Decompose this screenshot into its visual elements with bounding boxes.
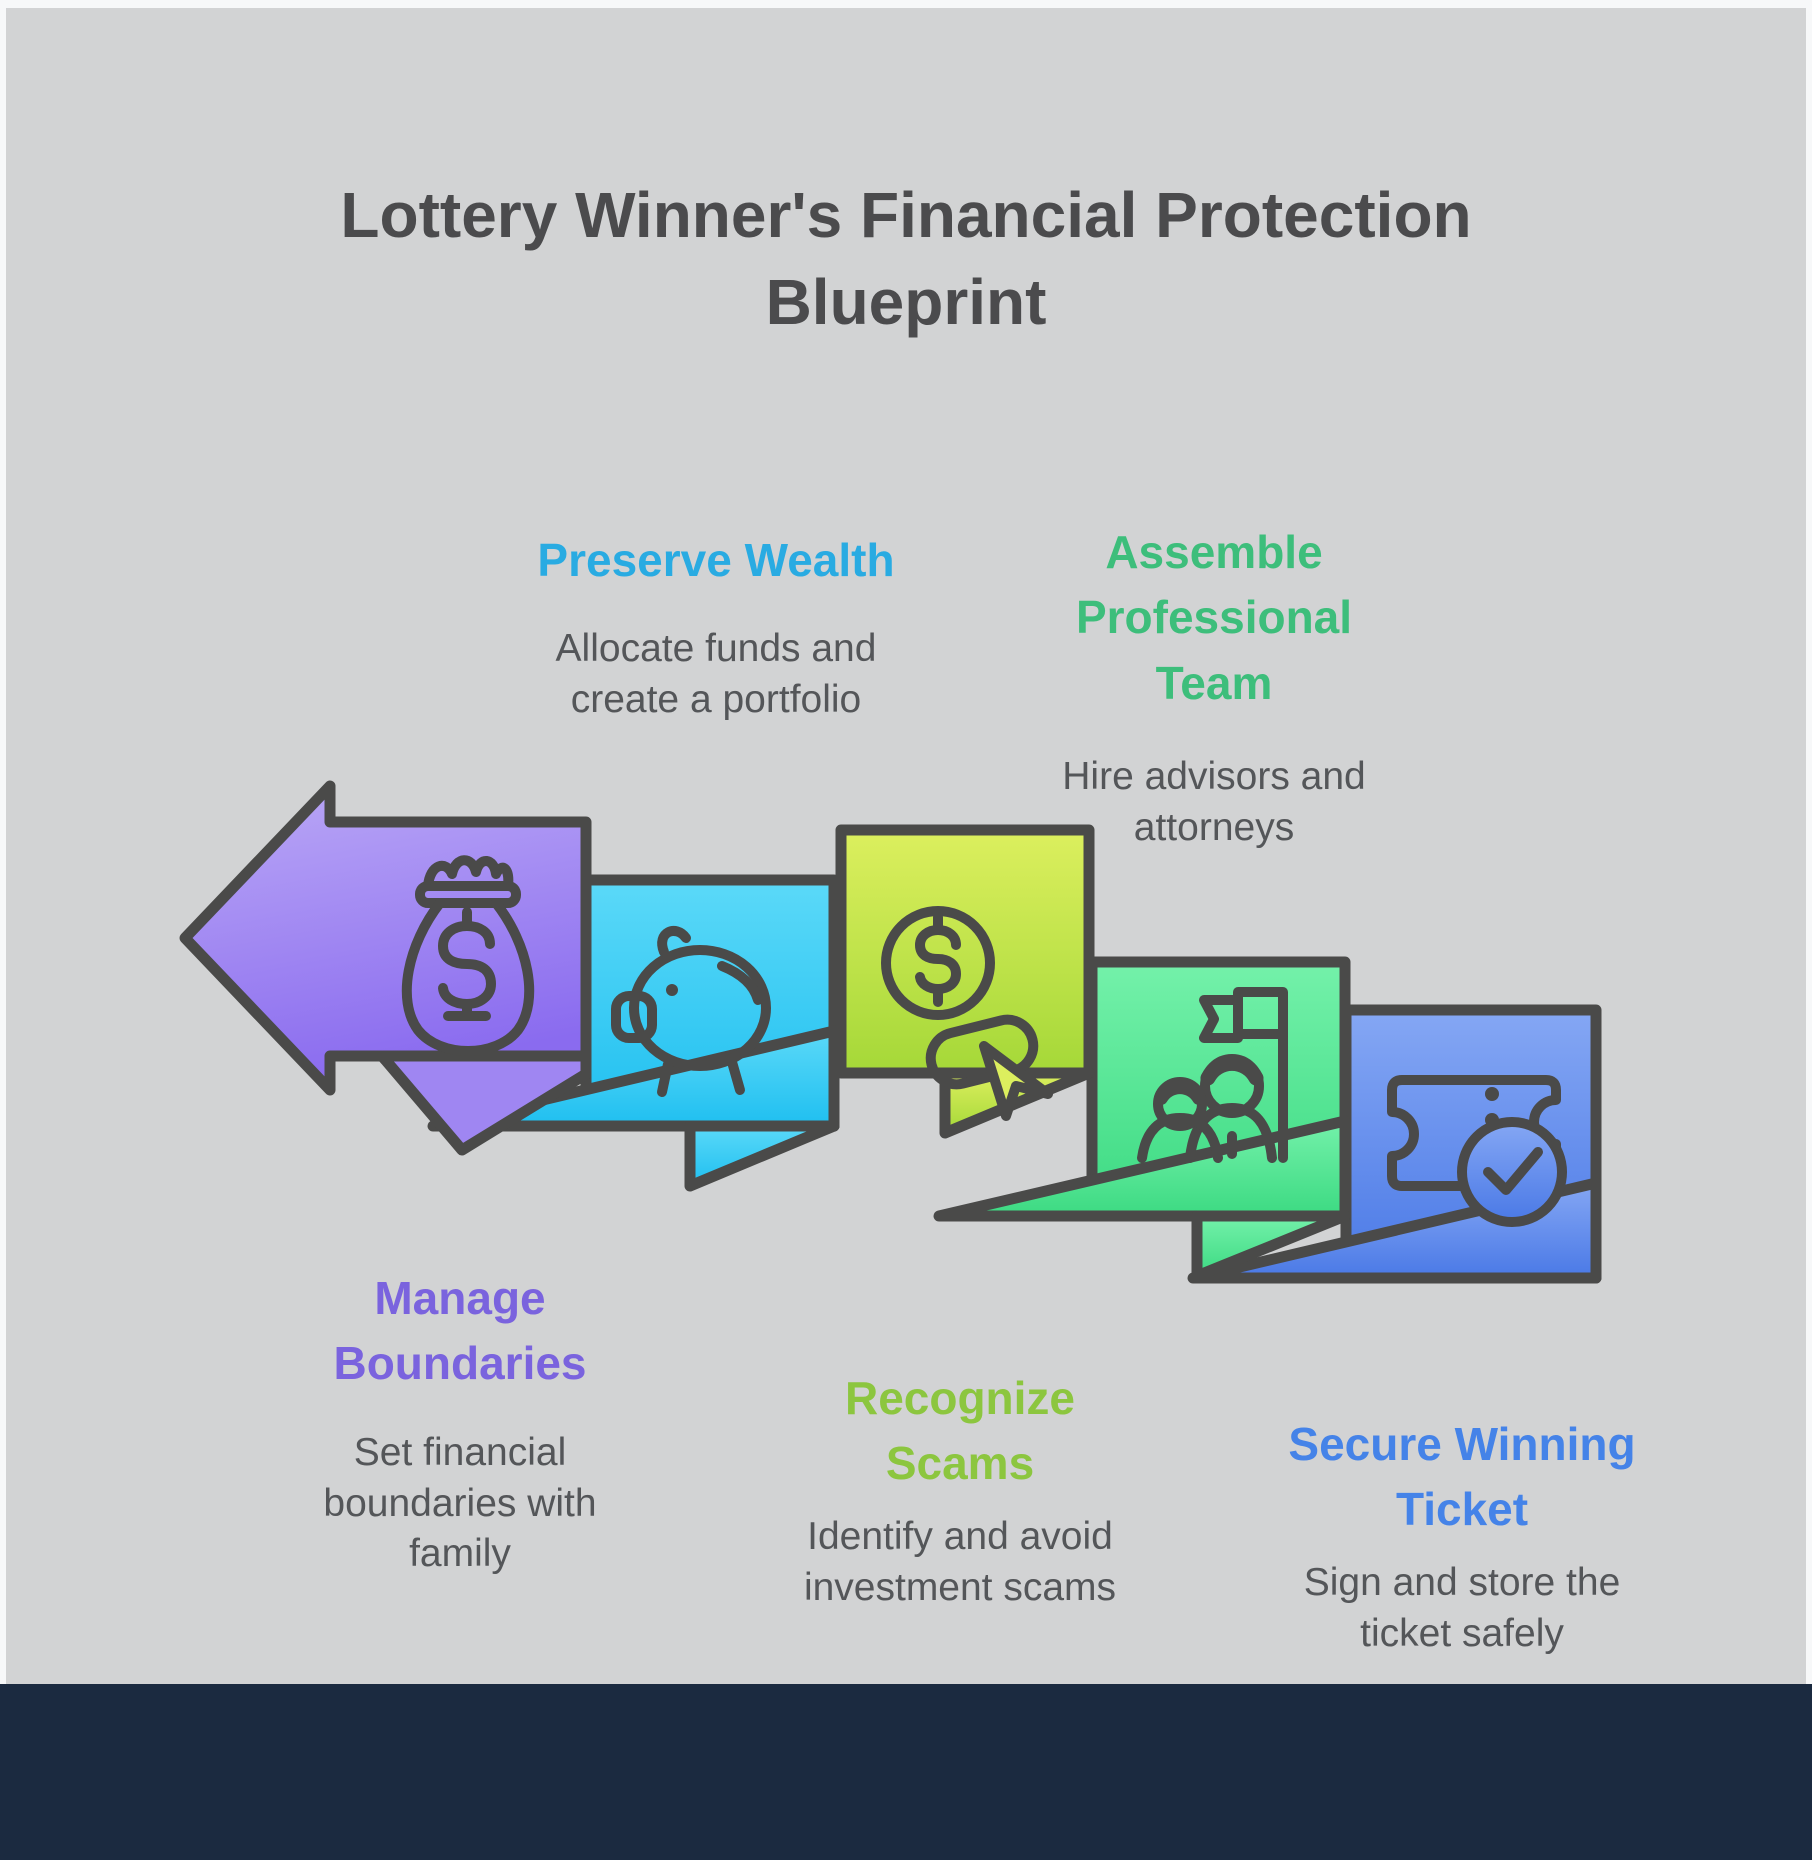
step-label-preserve-wealth: Preserve Wealth xyxy=(537,534,895,586)
piggy-bank-icon xyxy=(611,926,771,1097)
step-label-manage-boundaries: Manage Boundaries xyxy=(333,1272,587,1390)
step-tile-preserve-wealth xyxy=(427,874,840,1192)
step-description-assemble-professional-team: Hire advisors and attorneys xyxy=(1062,755,1366,849)
ticket-check-icon xyxy=(1387,1075,1567,1227)
step-label-secure-winning-ticket: Secure Winning Ticket xyxy=(1288,1418,1636,1536)
step-description-preserve-wealth: Allocate funds and create a portfolio xyxy=(555,627,877,721)
step-label-assemble-professional-team: Assemble Professional Team xyxy=(1075,526,1353,709)
step-tile-assemble-professional-team xyxy=(933,956,1351,1282)
money-bag-icon xyxy=(401,855,535,1056)
step-description-recognize-scams: Identify and avoid investment scams xyxy=(803,1515,1117,1609)
step-description-secure-winning-ticket: Sign and store the ticket safely xyxy=(1303,1561,1621,1655)
page-title: Lottery Winner's Financial Protection Bl… xyxy=(340,179,1472,339)
team-flag-icon xyxy=(1137,987,1288,1163)
step-label-recognize-scams: Recognize Scams xyxy=(844,1372,1076,1490)
step-description-manage-boundaries: Set financial boundaries with family xyxy=(323,1431,597,1576)
dollar-click-icon xyxy=(881,906,1053,1121)
footer-bar xyxy=(0,1684,1812,1860)
